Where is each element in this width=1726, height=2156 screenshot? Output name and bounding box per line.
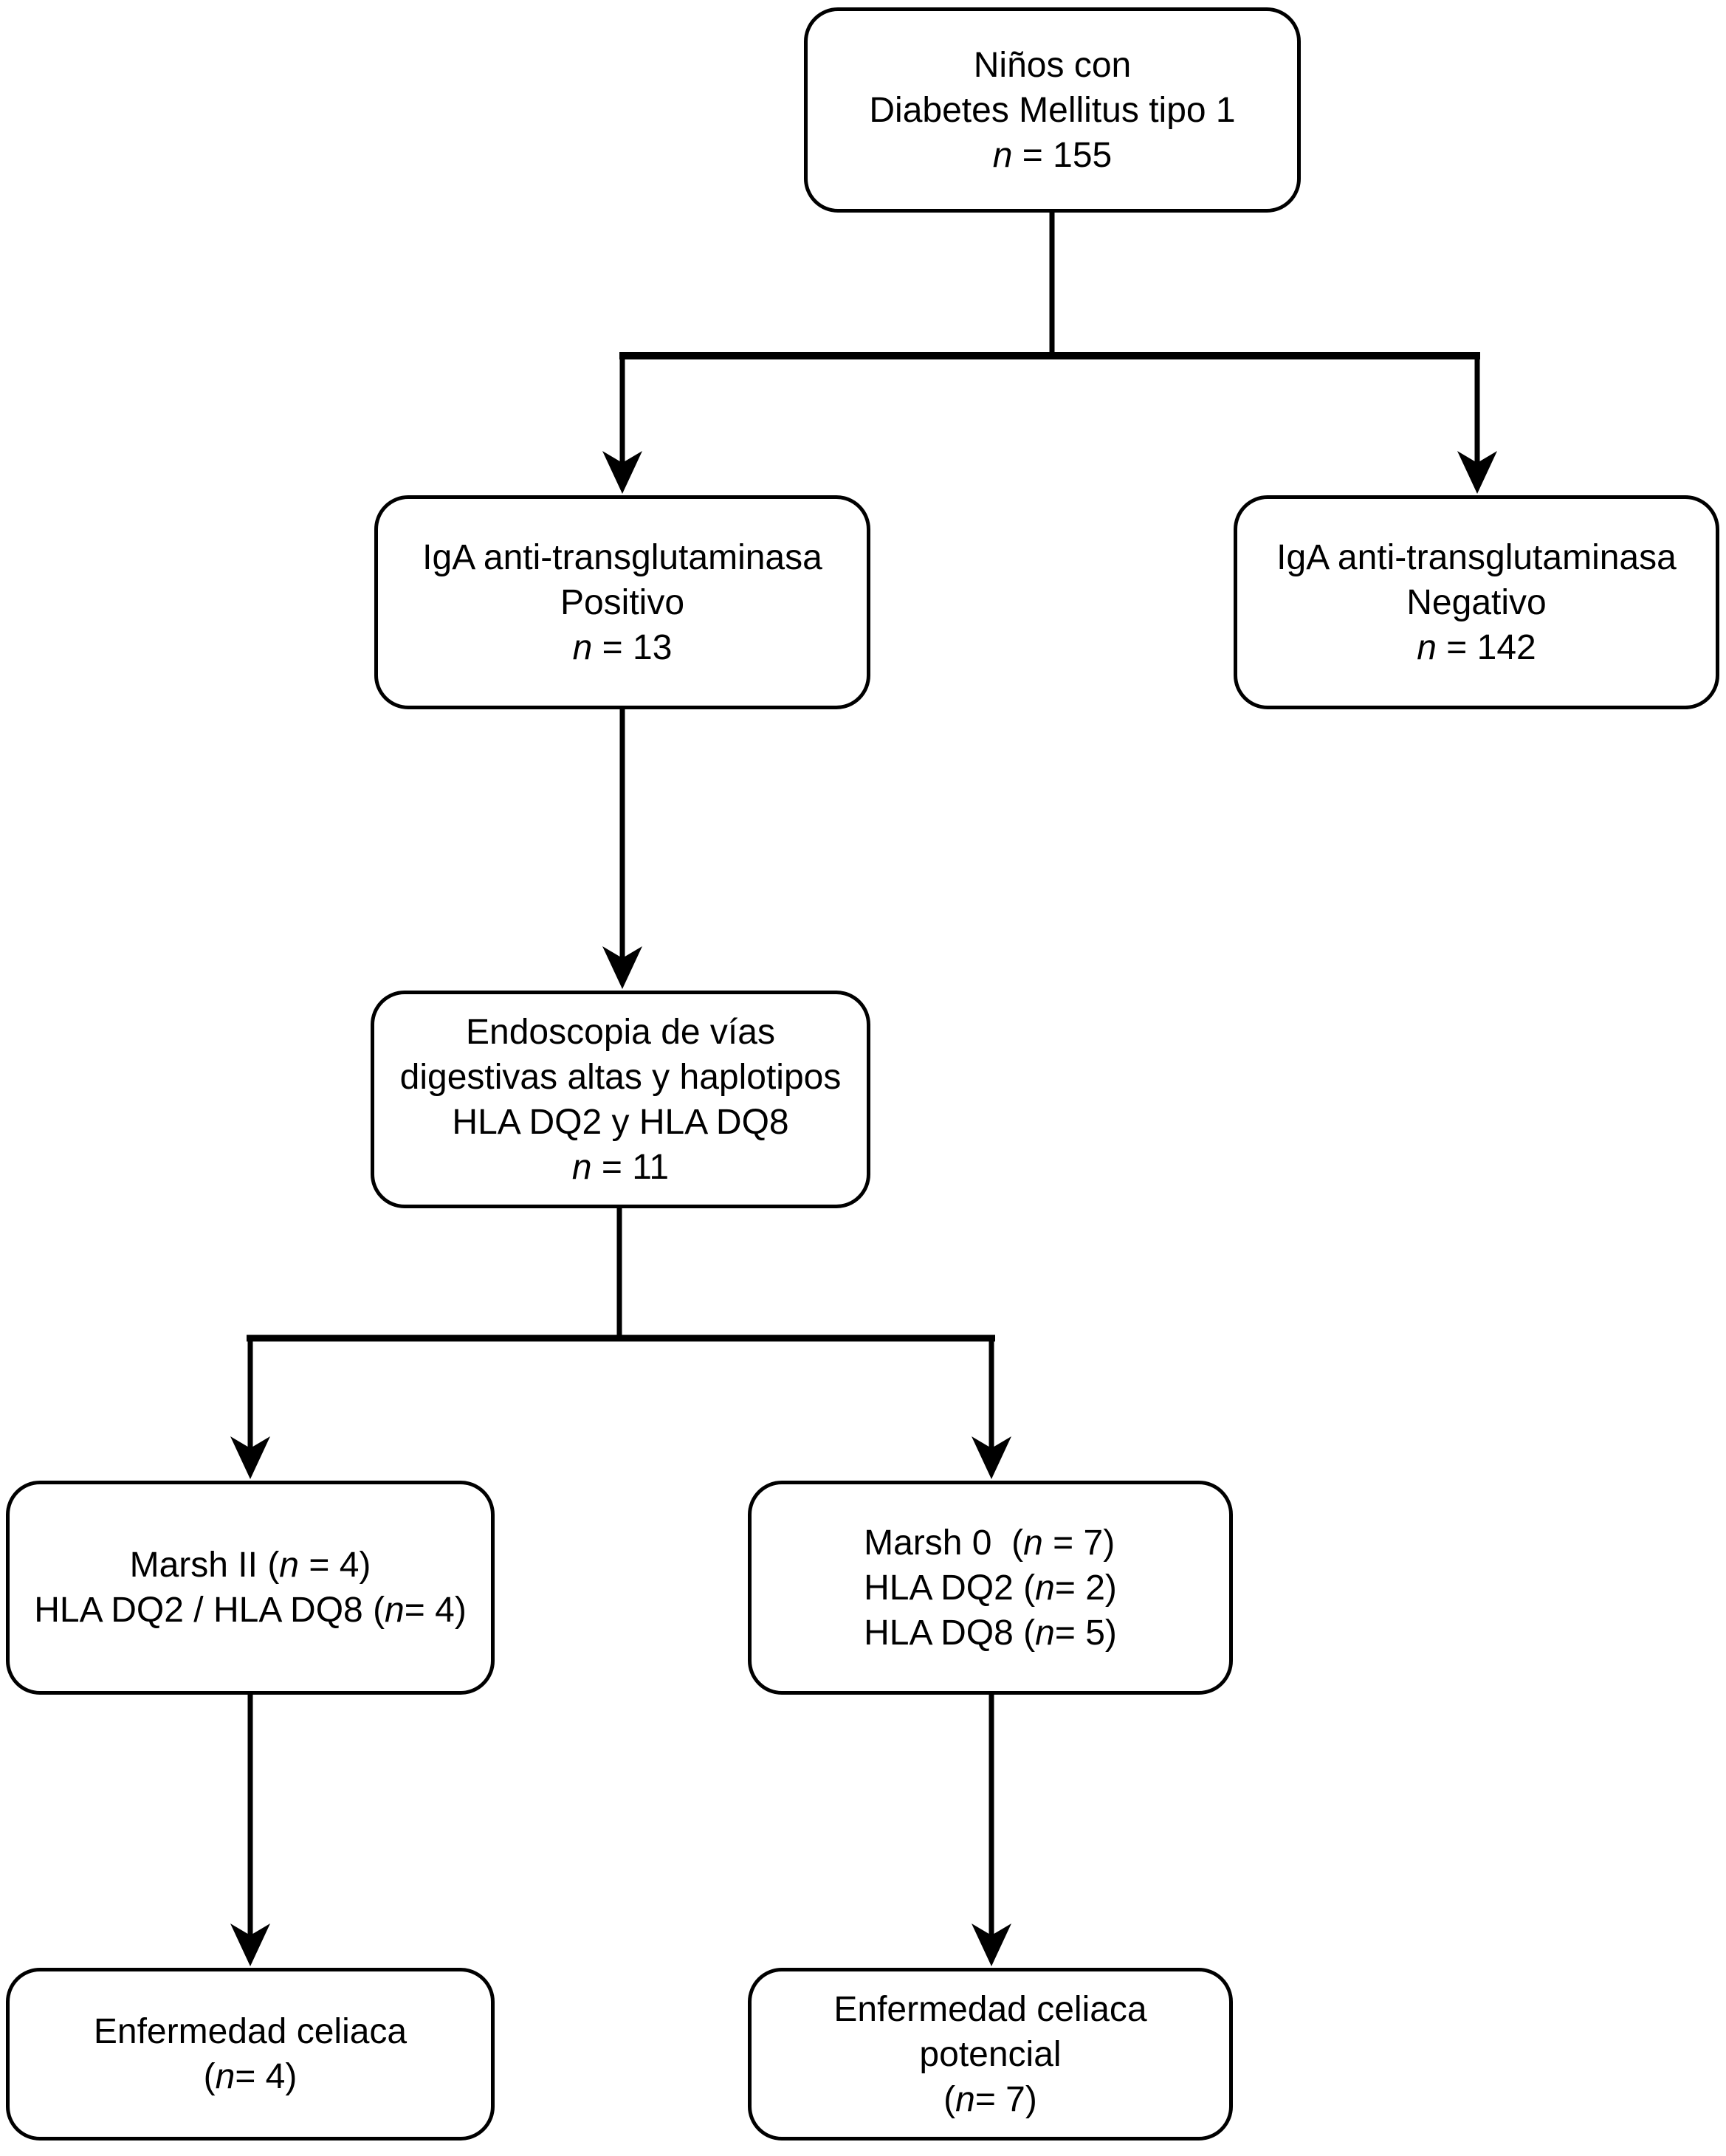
node-text-line: HLA DQ2 y HLA DQ8 — [452, 1102, 789, 1142]
node-marsh-0: Marsh 0 (n = 7) HLA DQ2 (n= 2) HLA DQ8 (n=… — [748, 1481, 1233, 1695]
node-text: Marsh 0 (n = 7) HLA DQ2 (n= 2) HLA DQ8 (n=… — [864, 1520, 1117, 1656]
node-text-line: Diabetes Mellitus tipo 1 — [869, 90, 1236, 130]
node-text-line: Endoscopia de vías — [466, 1012, 775, 1052]
node-text-line: Enfermedad celiaca — [93, 2012, 408, 2051]
node-text-line: IgA anti-transglutaminasa — [422, 537, 822, 577]
arrow-down-icon — [602, 946, 642, 989]
node-text-line: Niños con — [973, 45, 1132, 85]
node-endoscopia-haplotipos: Endoscopia de vías digestivas altas y hap… — [371, 991, 870, 1208]
node-text-line: HLA DQ8 (n= 5) — [864, 1613, 1117, 1653]
arrow-down-icon — [1457, 451, 1497, 494]
node-text-line: n = 13 — [572, 627, 673, 667]
node-text-line: HLA DQ2 (n= 2) — [864, 1568, 1117, 1608]
arrow-down-icon — [602, 451, 642, 494]
arrow-down-icon — [230, 1923, 270, 1966]
node-text: Endoscopia de vías digestivas altas y hap… — [374, 1010, 867, 1190]
node-enfermedad-celiaca: Enfermedad celiaca (n= 4) — [6, 1968, 495, 2140]
node-text-line: IgA anti-transglutaminasa — [1276, 537, 1677, 577]
node-text-line: Marsh II (n = 4) — [129, 1546, 371, 1585]
node-text-line: Positivo — [560, 582, 685, 622]
node-text-line: n = 142 — [1417, 627, 1536, 667]
node-text-line: HLA DQ2 / HLA DQ8 (n= 4) — [34, 1591, 467, 1630]
node-text: Marsh II (n = 4) HLA DQ2 / HLA DQ8 (n= 4) — [10, 1543, 491, 1633]
node-text-line: (n= 7) — [943, 2079, 1037, 2119]
node-text-line: Marsh 0 (n = 7) — [864, 1523, 1115, 1563]
node-text-line: digestivas altas y haplotipos — [399, 1057, 842, 1097]
node-text-line: potencial — [919, 2034, 1062, 2074]
node-text: Enfermedad celiaca potencial (n= 7) — [752, 1987, 1229, 2122]
node-text-line: Enfermedad celiaca — [833, 1989, 1147, 2029]
node-text: Enfermedad celiaca (n= 4) — [10, 2009, 491, 2099]
arrow-down-icon — [972, 1436, 1011, 1479]
node-text-line: n = 11 — [571, 1147, 670, 1187]
arrow-down-icon — [972, 1923, 1011, 1966]
node-enfermedad-celiaca-potencial: Enfermedad celiaca potencial (n= 7) — [748, 1968, 1233, 2140]
node-text-line: (n= 4) — [203, 2057, 298, 2096]
node-marsh-ii: Marsh II (n = 4) HLA DQ2 / HLA DQ8 (n= 4) — [6, 1481, 495, 1695]
node-text-line: Negativo — [1406, 582, 1547, 622]
arrow-down-icon — [230, 1436, 270, 1479]
node-text-line: n = 155 — [992, 135, 1113, 175]
